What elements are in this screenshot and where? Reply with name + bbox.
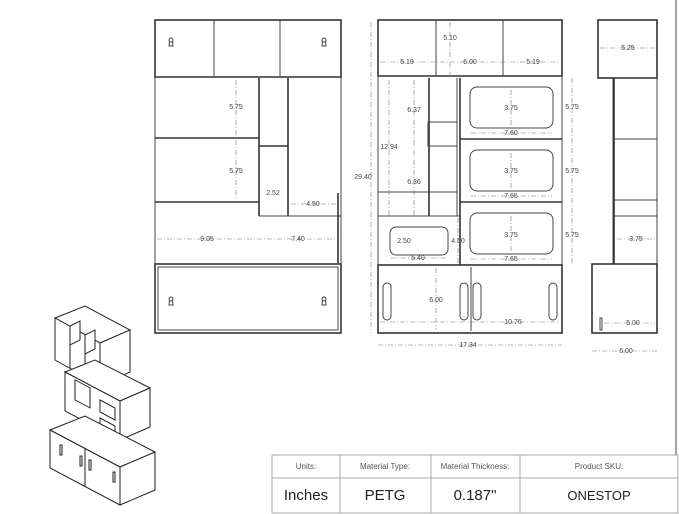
- dim-label: 9.05: [200, 236, 214, 243]
- product-sku-header: Product SKU:: [575, 462, 623, 471]
- cutout: [469, 212, 554, 255]
- dim-label: 5.19: [526, 59, 540, 66]
- material-type-value: PETG: [365, 487, 406, 504]
- dim-label: 5.25: [621, 45, 635, 52]
- keyhole-icon: [168, 37, 174, 47]
- cutout: [389, 226, 449, 256]
- dim-label: 10.76: [504, 319, 522, 326]
- handle-slot: [382, 282, 392, 321]
- dim-label: 6.00: [463, 59, 477, 66]
- dim-label: 12.94: [380, 144, 398, 151]
- dim-label: 29.40: [354, 174, 372, 181]
- dim-label: 5.75: [565, 104, 579, 111]
- dim-label: 5.75: [565, 168, 579, 175]
- dim-label: 3.75: [504, 105, 518, 112]
- dim-label: 5.75: [229, 104, 243, 111]
- dim-label: 2.50: [397, 238, 411, 245]
- handle-slot: [548, 282, 558, 321]
- handle-slot: [472, 282, 482, 321]
- keyhole-icon: [321, 296, 327, 306]
- units-header: Units:: [296, 462, 316, 471]
- material-type-header: Material Type:: [360, 462, 410, 471]
- dim-label: 7.65: [504, 193, 518, 200]
- material-thickness-value: 0.187": [454, 487, 497, 504]
- dim-label: 3.75: [504, 232, 518, 239]
- dim-label: 5.75: [565, 232, 579, 239]
- dim-label: 2.52: [266, 190, 280, 197]
- back-view: 5.10 5.19 6.00 5.19 6.37 12.94 6.36 3.75…: [354, 19, 579, 349]
- dim-label: 5.10: [443, 35, 457, 42]
- keyhole-icon: [168, 296, 174, 306]
- product-sku-value: ONESTOP: [567, 488, 630, 503]
- dim-label: 6.00: [429, 297, 443, 304]
- dim-label: 4.50: [451, 238, 465, 245]
- base-drawer: [154, 263, 342, 334]
- dim-label: 6.36: [407, 179, 421, 186]
- dim-label: 5.40: [411, 255, 425, 262]
- dim-label: 6.00: [619, 348, 633, 355]
- cutout: [469, 86, 554, 129]
- side-view: 5.25 3.75 5.00 6.00: [591, 19, 658, 355]
- top-cubby-row: [154, 19, 342, 78]
- handle-slot: [459, 282, 469, 321]
- dim-label: 7.65: [504, 256, 518, 263]
- dim-label: 5.75: [229, 168, 243, 175]
- dim-label: 6.37: [407, 107, 421, 114]
- isometric-view: [48, 305, 157, 506]
- dim-label: 7.60: [504, 130, 518, 137]
- dim-label: 3.75: [629, 236, 643, 243]
- dim-label: 3.75: [504, 168, 518, 175]
- material-thickness-header: Material Thickness:: [441, 462, 510, 471]
- cutout: [469, 149, 554, 192]
- front-view: 5.75 5.75 2.52 4.50 9.05 7.40: [154, 19, 342, 334]
- dim-label: 5.00: [626, 320, 640, 327]
- dim-label: 17.34: [459, 342, 477, 349]
- title-block: Units: Material Type: Material Thickness…: [271, 454, 679, 514]
- dim-label: 5.19: [400, 59, 414, 66]
- dim-label: 7.40: [291, 236, 305, 243]
- dim-label: 4.50: [306, 201, 320, 208]
- middle-body: [154, 76, 342, 265]
- units-value: Inches: [284, 487, 328, 504]
- keyhole-icon: [321, 37, 327, 47]
